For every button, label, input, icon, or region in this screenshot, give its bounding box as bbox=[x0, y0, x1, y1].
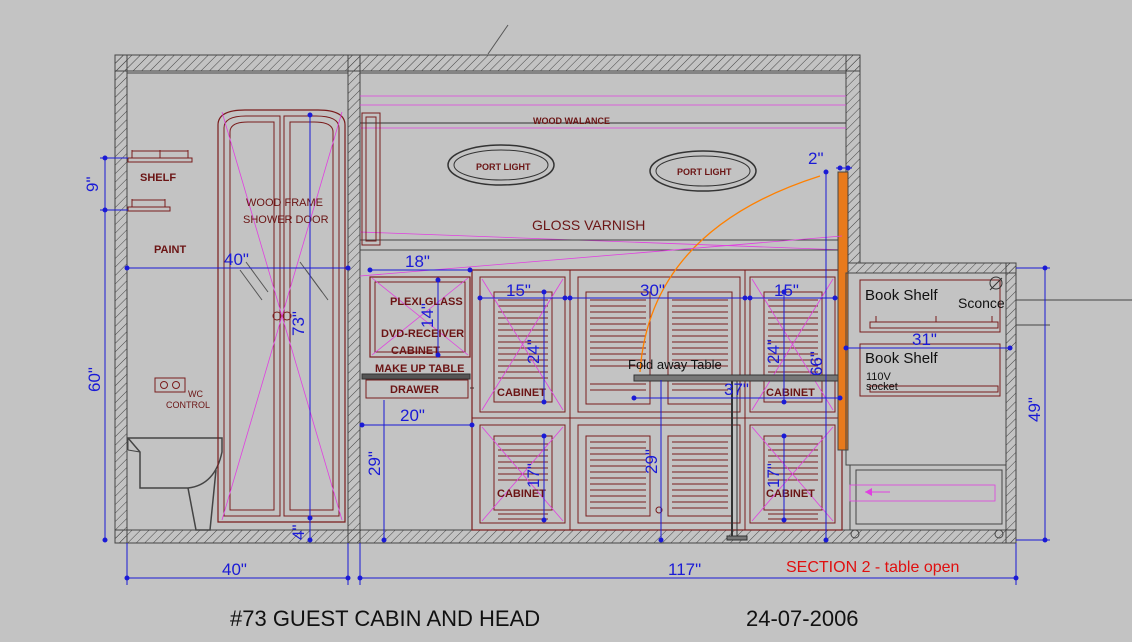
dim-18: 18" bbox=[405, 252, 430, 271]
dvd-receiver-label: DVD-RECEIVER bbox=[381, 328, 464, 340]
leader-line bbox=[487, 24, 509, 55]
dim-2: 2" bbox=[808, 149, 824, 168]
cabinet-right-lower[interactable] bbox=[749, 424, 836, 524]
wc-control-panel[interactable] bbox=[154, 377, 186, 393]
sconce-label: Sconce bbox=[958, 295, 1005, 311]
toilet bbox=[126, 437, 223, 531]
dim-9: 9" bbox=[83, 177, 102, 193]
wood-walance-label: WOOD WALANCE bbox=[533, 116, 610, 126]
dim-20: 20" bbox=[400, 406, 425, 425]
gloss-varnish-label: GLOSS VARNISH bbox=[532, 217, 645, 233]
port-light-1 bbox=[447, 144, 555, 186]
table-hinge-strip bbox=[837, 171, 849, 451]
make-up-table-label: MAKE UP TABLE bbox=[375, 363, 464, 375]
sconce[interactable] bbox=[989, 276, 1003, 291]
dim-40-top: 40" bbox=[224, 250, 249, 269]
dim-40-bottom: 40" bbox=[222, 560, 247, 579]
dim-73: 73" bbox=[289, 311, 308, 336]
book-shelf-1-label: Book Shelf bbox=[865, 287, 938, 304]
dim-14: 14" bbox=[418, 303, 437, 328]
shelf-lower bbox=[127, 199, 171, 212]
cabinet-middle-lower[interactable] bbox=[577, 424, 741, 524]
right-alcove: Book Shelf Sconce Book Shelf 110V socket bbox=[845, 272, 1132, 539]
book-shelf-upper bbox=[859, 279, 1001, 333]
socket-label-1: 110V bbox=[866, 371, 892, 383]
book-shelf-lower bbox=[859, 343, 1001, 397]
dim-4: 4" bbox=[289, 525, 308, 541]
shelf-upper bbox=[127, 150, 193, 163]
fold-away-table-label: Fold away Table bbox=[628, 357, 722, 372]
dim-24-right: 24" bbox=[764, 339, 783, 364]
plexi-glass-label: PLEXI GLASS bbox=[390, 296, 463, 308]
dim-15-left: 15" bbox=[506, 281, 531, 300]
dim-24-left: 24" bbox=[524, 339, 543, 364]
dimension-lines bbox=[100, 112, 1050, 585]
wc-control-label-2: CONTROL bbox=[166, 400, 210, 410]
shower-door[interactable] bbox=[217, 109, 346, 523]
cabinet-middle-upper[interactable] bbox=[577, 276, 741, 413]
section-label: SECTION 2 - table open bbox=[786, 559, 959, 576]
cabinet-3-label: CABINET bbox=[497, 488, 546, 500]
port-light-2-label: PORT LIGHT bbox=[677, 167, 732, 177]
cabinet-left-lower[interactable] bbox=[479, 424, 566, 524]
cabinet-4-label: CABINET bbox=[766, 488, 815, 500]
port-light-2 bbox=[649, 150, 757, 192]
wc-control-label-1: WC bbox=[188, 389, 203, 399]
socket-label-2: socket bbox=[866, 381, 898, 393]
cabin-compartment: WOOD WALANCE PORT LIGHT PORT LIGHT GLOSS… bbox=[359, 95, 849, 541]
dim-60: 60" bbox=[85, 367, 104, 392]
cabinet-2-label: CABINET bbox=[766, 387, 815, 399]
cabinet-1-label: CABINET bbox=[497, 387, 546, 399]
dim-66: 66" bbox=[807, 351, 826, 376]
make-up-table[interactable] bbox=[361, 373, 474, 399]
plexi-glass-cabinet bbox=[369, 276, 471, 358]
book-shelf-2-label: Book Shelf bbox=[865, 350, 938, 367]
dim-29-mid: 29" bbox=[642, 449, 661, 474]
valance-frame bbox=[361, 112, 381, 246]
wood-frame-label: WOOD FRAME bbox=[246, 197, 323, 209]
shower-door-label: SHOWER DOOR bbox=[243, 214, 329, 226]
head-compartment: SHELF PAINT WC CONTROL bbox=[126, 109, 346, 531]
cabinet-top-label: CABINET bbox=[391, 345, 440, 357]
drawing-title: #73 GUEST CABIN AND HEAD bbox=[230, 606, 540, 631]
cabinet-left-upper[interactable] bbox=[479, 276, 566, 413]
dim-29-left: 29" bbox=[365, 451, 384, 476]
dim-30: 30" bbox=[640, 281, 665, 300]
fold-away-table[interactable] bbox=[633, 175, 841, 541]
dim-49: 49" bbox=[1025, 397, 1044, 422]
paint-label: PAINT bbox=[154, 244, 186, 256]
lower-drawer[interactable] bbox=[849, 464, 1007, 539]
port-light-1-label: PORT LIGHT bbox=[476, 162, 531, 172]
dim-17-right: 17" bbox=[764, 463, 783, 488]
drawing-date: 24-07-2006 bbox=[746, 606, 859, 631]
dim-17-left: 17" bbox=[524, 463, 543, 488]
dim-15-right: 15" bbox=[774, 281, 799, 300]
dim-117: 117" bbox=[668, 560, 701, 579]
drawer-label: DRAWER bbox=[390, 384, 439, 396]
dim-31: 31" bbox=[912, 330, 937, 349]
shelf-label: SHELF bbox=[140, 172, 176, 184]
dim-37: 37" bbox=[724, 380, 749, 399]
